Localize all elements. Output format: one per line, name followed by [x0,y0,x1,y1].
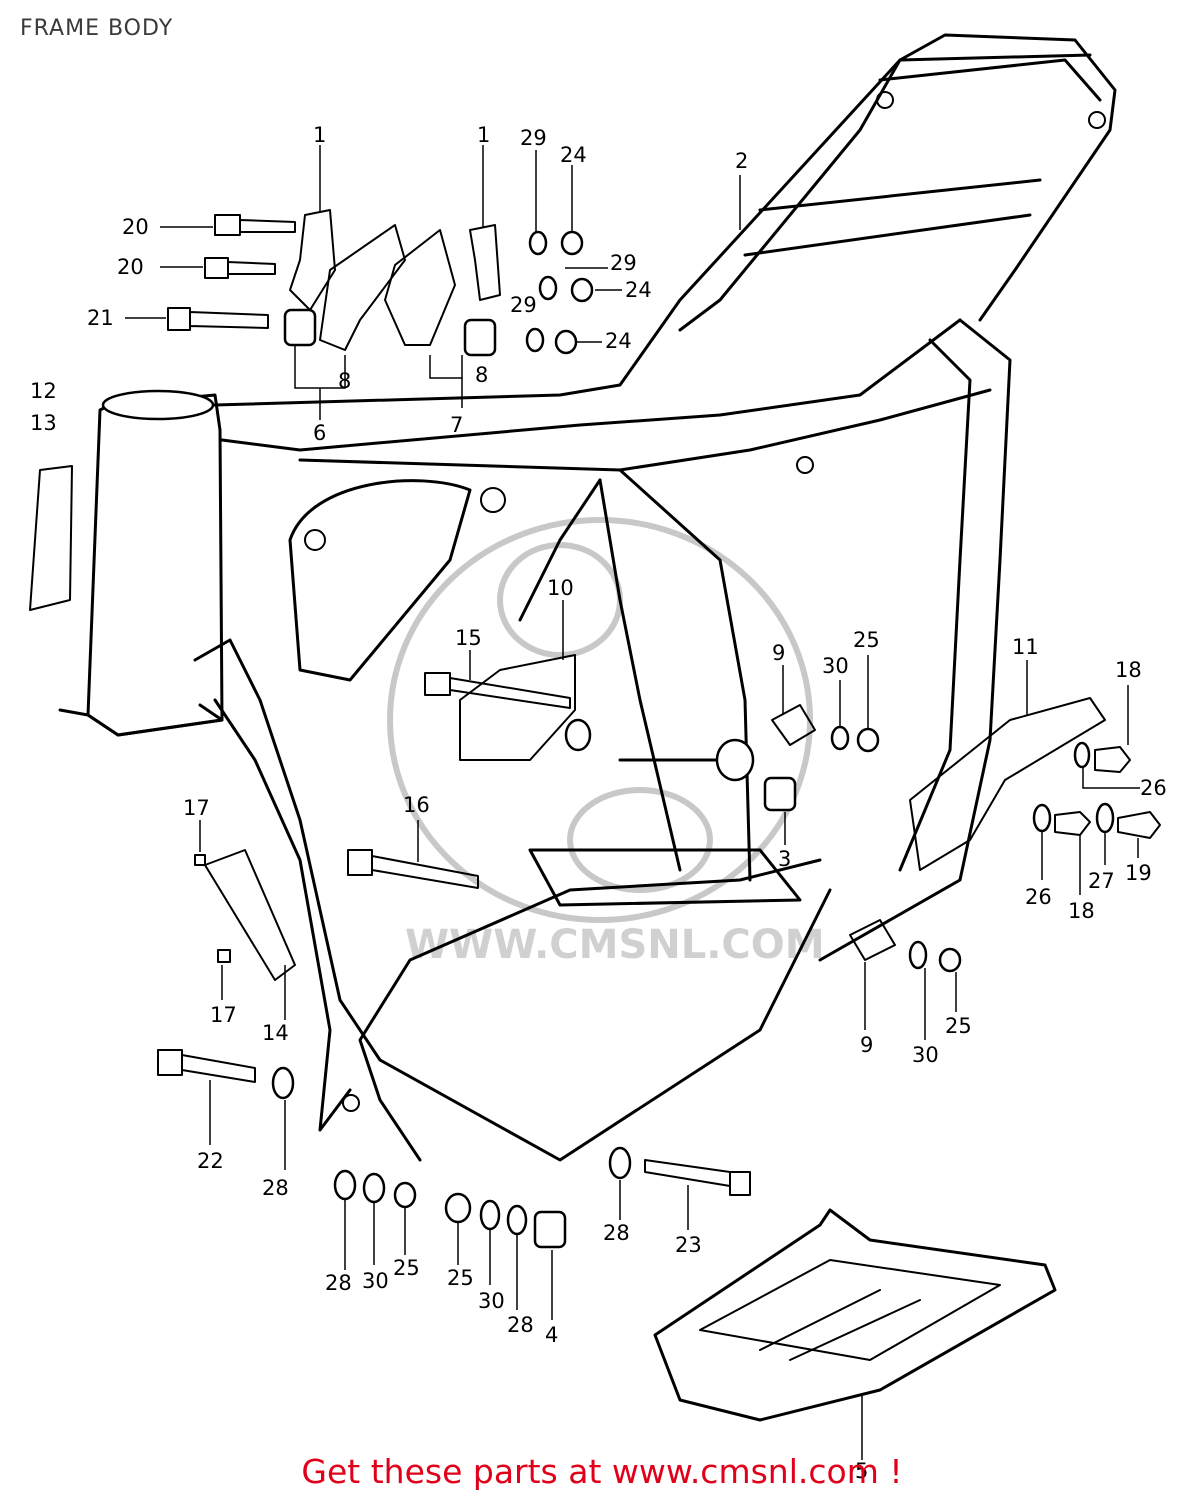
callout-28: 28 [262,1176,289,1200]
callout-28: 28 [603,1221,630,1245]
callout-30: 30 [822,654,849,678]
callout-8: 8 [338,369,351,393]
main-frame [58,33,1117,1162]
callout-12: 12 [30,379,57,403]
callout-29: 29 [520,126,547,150]
callout-8: 8 [475,363,488,387]
callout-9: 9 [860,1033,873,1057]
callout-28: 28 [507,1313,534,1337]
callout-26: 26 [1025,885,1052,909]
callout-7: 7 [450,413,463,437]
callout-25: 25 [853,628,880,652]
cmsnl-link[interactable]: Get these parts at www.cmsnl.com ! [301,1452,903,1491]
watermark: WWW.CMSNL.COM [387,517,825,968]
callout-20: 20 [122,215,149,239]
callout-25: 25 [447,1266,474,1290]
callout-25: 25 [393,1256,420,1280]
callout-11: 11 [1012,635,1039,659]
callout-9: 9 [772,641,785,665]
hardware-parts [29,209,1161,1422]
callout-25: 25 [945,1014,972,1038]
callout-labels: 1 1 2 3 4 5 6 7 8 8 9 9 10 11 12 13 14 1… [30,123,1167,1483]
callout-26: 26 [1140,776,1167,800]
callout-24: 24 [560,143,587,167]
callout-17: 17 [210,1003,237,1027]
callout-15: 15 [455,626,482,650]
callout-24: 24 [625,278,652,302]
callout-13: 13 [30,411,57,435]
callout-30: 30 [362,1269,389,1293]
callout-18: 18 [1115,658,1142,682]
callout-3: 3 [778,847,791,871]
callout-6: 6 [313,421,326,445]
callout-30: 30 [478,1289,505,1313]
callout-28: 28 [325,1271,352,1295]
callout-2: 2 [735,149,748,173]
callout-24: 24 [605,329,632,353]
watermark-text: WWW.CMSNL.COM [405,922,825,968]
callout-10: 10 [547,576,574,600]
callout-1: 1 [313,123,326,147]
callout-19: 19 [1125,861,1152,885]
callout-22: 22 [197,1149,224,1173]
page-title: FRAME BODY [20,16,174,41]
leader-lines [125,145,1140,1460]
callout-23: 23 [675,1233,702,1257]
callout-29: 29 [510,293,537,317]
callout-29: 29 [610,251,637,275]
callout-30: 30 [912,1043,939,1067]
callout-21: 21 [87,306,114,330]
callout-1: 1 [477,123,490,147]
callout-27: 27 [1088,869,1115,893]
callout-4: 4 [545,1323,558,1347]
callout-17: 17 [183,796,210,820]
callout-18: 18 [1068,899,1095,923]
callout-5: 5 [855,1459,868,1483]
callout-20: 20 [117,255,144,279]
callout-14: 14 [262,1021,289,1045]
callout-16: 16 [403,793,430,817]
